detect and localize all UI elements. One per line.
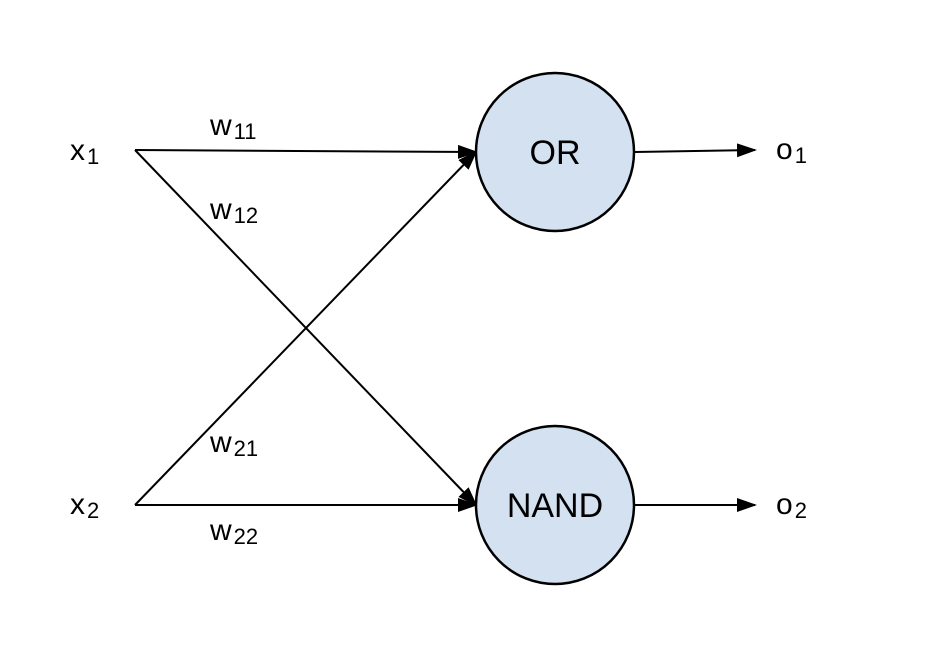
input-x2-base: x — [70, 488, 85, 521]
input-x1-base: x — [70, 134, 85, 167]
weight-w12-sub: 12 — [233, 203, 259, 228]
or-node — [474, 71, 636, 233]
output-o1-label: o1 — [776, 133, 807, 168]
weight-w21-label: w21 — [210, 426, 259, 461]
output-o2-label: o2 — [776, 488, 807, 523]
output-o2-sub: 2 — [794, 498, 807, 523]
weight-w21-base: w — [210, 426, 232, 459]
weight-w11-label: w11 — [210, 109, 257, 144]
output-o2-base: o — [776, 488, 793, 521]
output-o1-sub: 1 — [794, 143, 807, 168]
input-x2-label: x2 — [70, 488, 100, 523]
weight-w21-sub: 21 — [233, 436, 259, 461]
input-x1-label: x1 — [70, 134, 100, 169]
weight-w22-base: w — [210, 514, 232, 547]
input-x1-sub: 1 — [87, 144, 100, 169]
nand-node-label: NAND — [506, 487, 604, 525]
edge-x2-or — [134, 150, 478, 506]
edge-or-o1 — [634, 143, 757, 158]
weight-w11-base: w — [210, 109, 232, 142]
weight-w12-base: w — [210, 193, 232, 226]
output-o1-base: o — [776, 133, 793, 166]
or-node-label: OR — [529, 134, 581, 172]
weight-w22-sub: 22 — [233, 524, 259, 549]
weight-w12-label: w12 — [210, 193, 259, 228]
weight-w22-label: w22 — [210, 514, 259, 549]
nand-node — [474, 424, 636, 586]
weight-w11-sub: 11 — [233, 119, 257, 144]
input-x2-sub: 2 — [87, 498, 100, 523]
edge-x1-or — [134, 144, 478, 159]
